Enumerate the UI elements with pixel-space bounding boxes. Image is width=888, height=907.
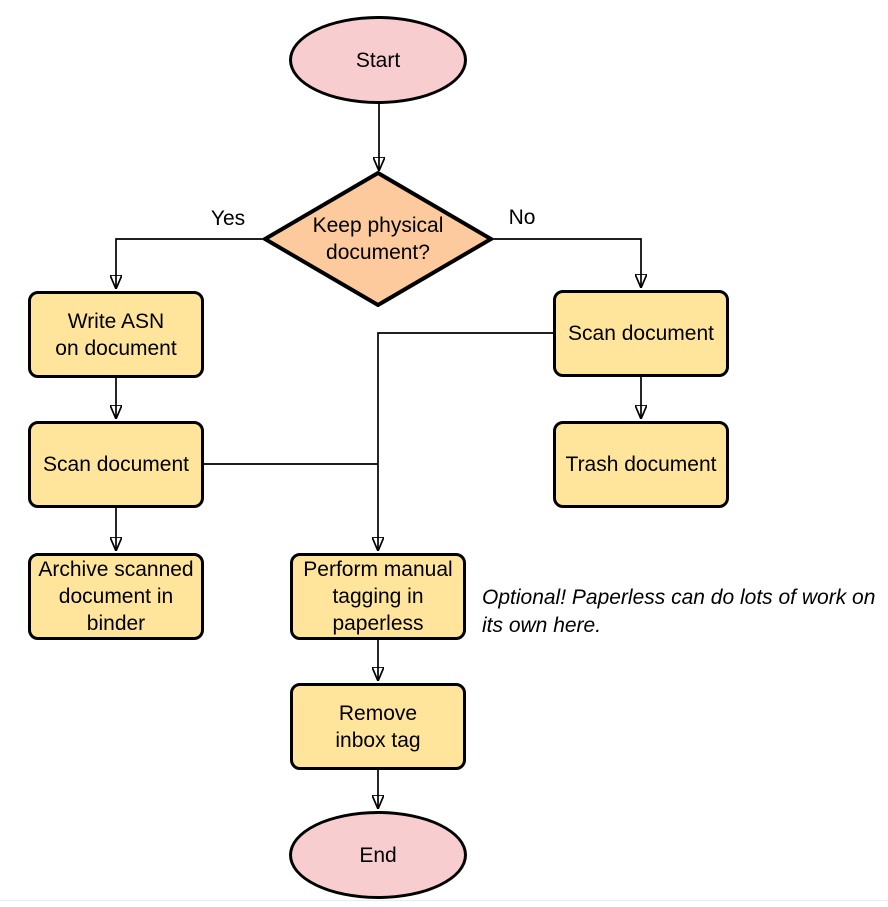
node-manual-tagging-label: Perform manual tagging in paperless [303,558,453,635]
node-remove-inbox-tag-label: Remove inbox tag [335,701,421,752]
node-scan-document-right-label: Scan document [568,322,714,345]
decision-diamond-shape [263,171,493,307]
node-start-label: Start [355,48,401,72]
edge-label-yes: Yes [210,207,246,230]
node-start: Start [289,16,467,104]
node-decision-label: Keep physical document? [312,214,444,264]
node-end-label: End [359,843,397,867]
node-archive-scanned: Archive scanned document in binder [28,553,204,640]
node-write-asn-label: Write ASN on document [55,309,177,360]
node-scan-document-right: Scan document [553,290,729,377]
node-archive-scanned-label: Archive scanned document in binder [38,558,194,635]
node-manual-tagging: Perform manual tagging in paperless [290,553,466,640]
node-remove-inbox-tag: Remove inbox tag [290,683,466,770]
bottom-divider-line [0,900,888,901]
node-end: End [289,811,467,899]
node-trash-document-label: Trash document [565,453,717,476]
edge-decision-yes-to-write-asn [116,238,265,289]
edge-decision-no-to-scan-right [490,238,641,288]
node-scan-document-left: Scan document [28,421,204,508]
node-write-asn: Write ASN on document [28,291,204,378]
edge-label-no: No [508,206,536,229]
edge-scan-right-to-tagging [378,332,553,551]
annotation-optional-note: Optional! Paperless can do lots of work … [482,586,876,637]
node-decision-keep-physical: Keep physical document? [263,171,493,307]
node-scan-document-left-label: Scan document [43,453,189,476]
node-trash-document: Trash document [553,421,729,508]
